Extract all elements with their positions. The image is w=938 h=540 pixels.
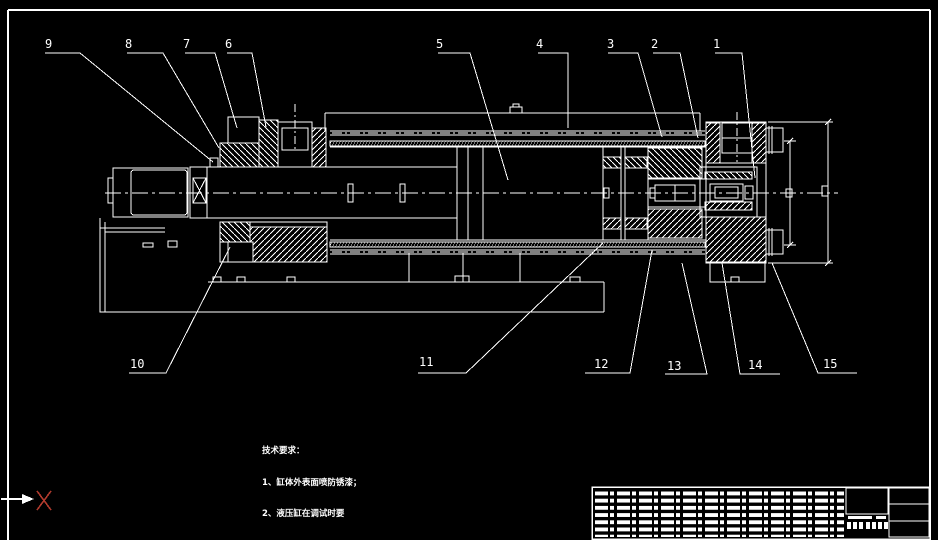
cushion-collar (602, 146, 649, 241)
cylinder-barrel (324, 103, 706, 255)
sheet-frame (7, 9, 931, 540)
callout-11: 11 (419, 355, 433, 369)
notes-line-2: 2、液压缸在调试时要 (262, 509, 345, 519)
rod-clevis (107, 167, 189, 218)
red-x-marker-icon (36, 490, 52, 511)
title-block (591, 486, 931, 540)
callout-7: 7 (183, 37, 190, 51)
callout-labels-top: 9 8 7 6 5 4 3 2 1 (45, 37, 720, 51)
callout-8: 8 (125, 37, 132, 51)
front-gland-bottom (219, 221, 328, 263)
callout-1: 1 (713, 37, 720, 51)
callout-15: 15 (823, 357, 837, 371)
technical-notes: 技术要求： 1、缸体外表面喷防锈漆； 2、液压缸在调试时要 防 止泄漏。 (262, 425, 361, 540)
centerline (105, 104, 838, 194)
callout-5: 5 (436, 37, 443, 51)
end-cap (699, 121, 767, 283)
title-block-right-column (888, 487, 930, 538)
rod-coupler (189, 166, 208, 219)
mounting-bracket (99, 218, 605, 313)
callout-2: 2 (651, 37, 658, 51)
callout-12: 12 (594, 357, 608, 371)
callout-14: 14 (748, 358, 762, 372)
callouts-top (45, 52, 756, 181)
rear-head (647, 146, 707, 241)
notes-line-1: 1、缸体外表面喷防锈漆； (262, 477, 362, 488)
callout-4: 4 (536, 37, 543, 51)
title-block-fields (594, 489, 844, 537)
callout-9: 9 (45, 37, 52, 51)
callout-10: 10 (130, 357, 144, 371)
flange-bolts (765, 126, 784, 256)
title-block-name-cell (845, 487, 889, 515)
dimension-lines (768, 118, 833, 267)
title-block-checkboxes (847, 522, 888, 529)
callout-labels-bottom: 10 11 12 13 14 15 (130, 355, 837, 373)
callout-3: 3 (607, 37, 614, 51)
callout-13: 13 (667, 359, 681, 373)
callouts-bottom (129, 242, 857, 375)
nav-arrow-icon (1, 494, 34, 504)
callout-6: 6 (225, 37, 232, 51)
notes-title: 技术要求： (262, 446, 305, 456)
front-gland-top (219, 116, 327, 168)
